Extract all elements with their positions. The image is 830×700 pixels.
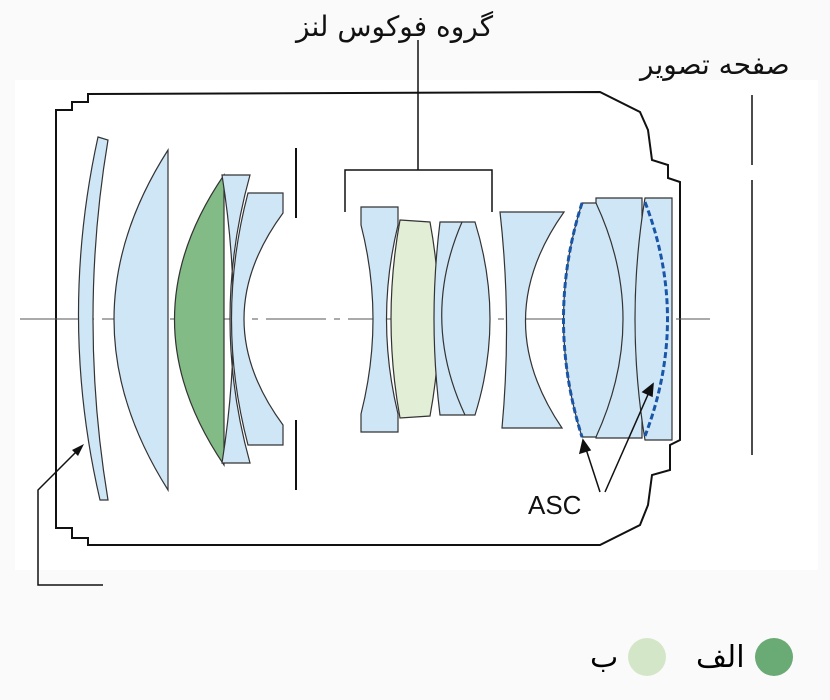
asc-label: ASC <box>528 490 582 520</box>
lens-element-4 <box>221 174 251 464</box>
legend-label-b: ب <box>590 639 619 675</box>
asc-coating-2 <box>643 201 669 437</box>
lens-element-3-green <box>174 173 225 467</box>
lens-element-8-inner <box>441 221 466 416</box>
leader-line <box>37 447 103 586</box>
leader-arrowhead <box>72 444 84 456</box>
lens-element-10-inner <box>595 202 624 438</box>
legend-item-a: الف <box>686 638 793 676</box>
lens-element-7-light-green <box>390 219 440 419</box>
lens-element-6 <box>360 206 399 433</box>
asc-arrows <box>578 382 654 493</box>
lens-element-1 <box>77 136 109 501</box>
legend-item-b: ب <box>580 638 667 676</box>
legend-swatch-a <box>754 638 793 676</box>
lens-element-2 <box>113 147 169 493</box>
focus-group-label: گروه فوکوس لنز <box>296 10 494 43</box>
lens-housing <box>55 90 681 546</box>
asc-coating-1 <box>562 202 584 438</box>
focus-group-bracket <box>344 40 493 212</box>
lens-element-10 <box>562 197 643 439</box>
image-plane-label: صفحه تصویر <box>640 48 790 81</box>
lens-element-9 <box>499 211 566 429</box>
legend-label-a: الف <box>696 639 745 675</box>
legend-swatch-b <box>628 638 667 676</box>
lens-element-5 <box>230 192 284 446</box>
lens-element-8 <box>433 221 491 416</box>
